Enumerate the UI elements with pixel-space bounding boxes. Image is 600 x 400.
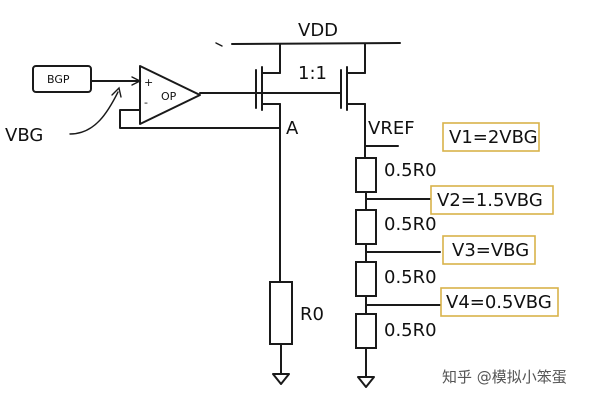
bgp-label: BGP (47, 73, 70, 86)
tap-box-v4 (440, 287, 559, 317)
pmos-right (340, 43, 366, 131)
vdd-label: VDD (298, 20, 338, 41)
node-a-label: A (286, 118, 299, 139)
feedback-wire (119, 109, 281, 129)
vbg-pointer (69, 91, 119, 135)
vdd-rail (231, 42, 401, 45)
resistor-r0 (269, 281, 293, 345)
resistor-0p5r0-4 (355, 313, 377, 349)
mirror-ratio-label: 1:1 (298, 63, 327, 84)
op-plus-label: + (144, 76, 153, 89)
resistor-0p5r0-1 (355, 157, 377, 193)
vbg-label: VBG (5, 125, 43, 146)
vref-label: VREF (368, 118, 415, 139)
r-half-label-1: 0.5R0 (384, 160, 437, 181)
r-half-label-4: 0.5R0 (384, 320, 437, 341)
r-half-label-2: 0.5R0 (384, 214, 437, 235)
ground-icon (357, 376, 375, 388)
resistor-0p5r0-2 (355, 209, 377, 245)
r0-label: R0 (300, 304, 324, 325)
pmos-left (255, 43, 281, 116)
tap-label-v2: V2=1.5VBG (437, 190, 543, 211)
tap-label-v3: V3=VBG (452, 240, 529, 261)
tap-label-v1: V1=2VBG (449, 127, 538, 148)
ground-icon (272, 373, 290, 385)
bgp-arrow-icon (131, 76, 142, 86)
bgp-block (32, 65, 92, 93)
op-amp-symbol (139, 65, 201, 125)
op-minus-label: - (144, 96, 148, 109)
tap-box-v3 (442, 235, 536, 265)
tap-box-v2 (430, 185, 554, 215)
resistor-0p5r0-3 (355, 261, 377, 297)
vbg-arrow-icon (111, 86, 122, 98)
tap-box-v1 (442, 122, 540, 152)
r-half-label-3: 0.5R0 (384, 267, 437, 288)
vdd-rail-tick (215, 42, 223, 47)
tap-label-v4: V4=0.5VBG (446, 292, 552, 313)
watermark-text: 知乎 @模拟小笨蛋 (442, 368, 567, 386)
op-label: OP (161, 90, 177, 103)
